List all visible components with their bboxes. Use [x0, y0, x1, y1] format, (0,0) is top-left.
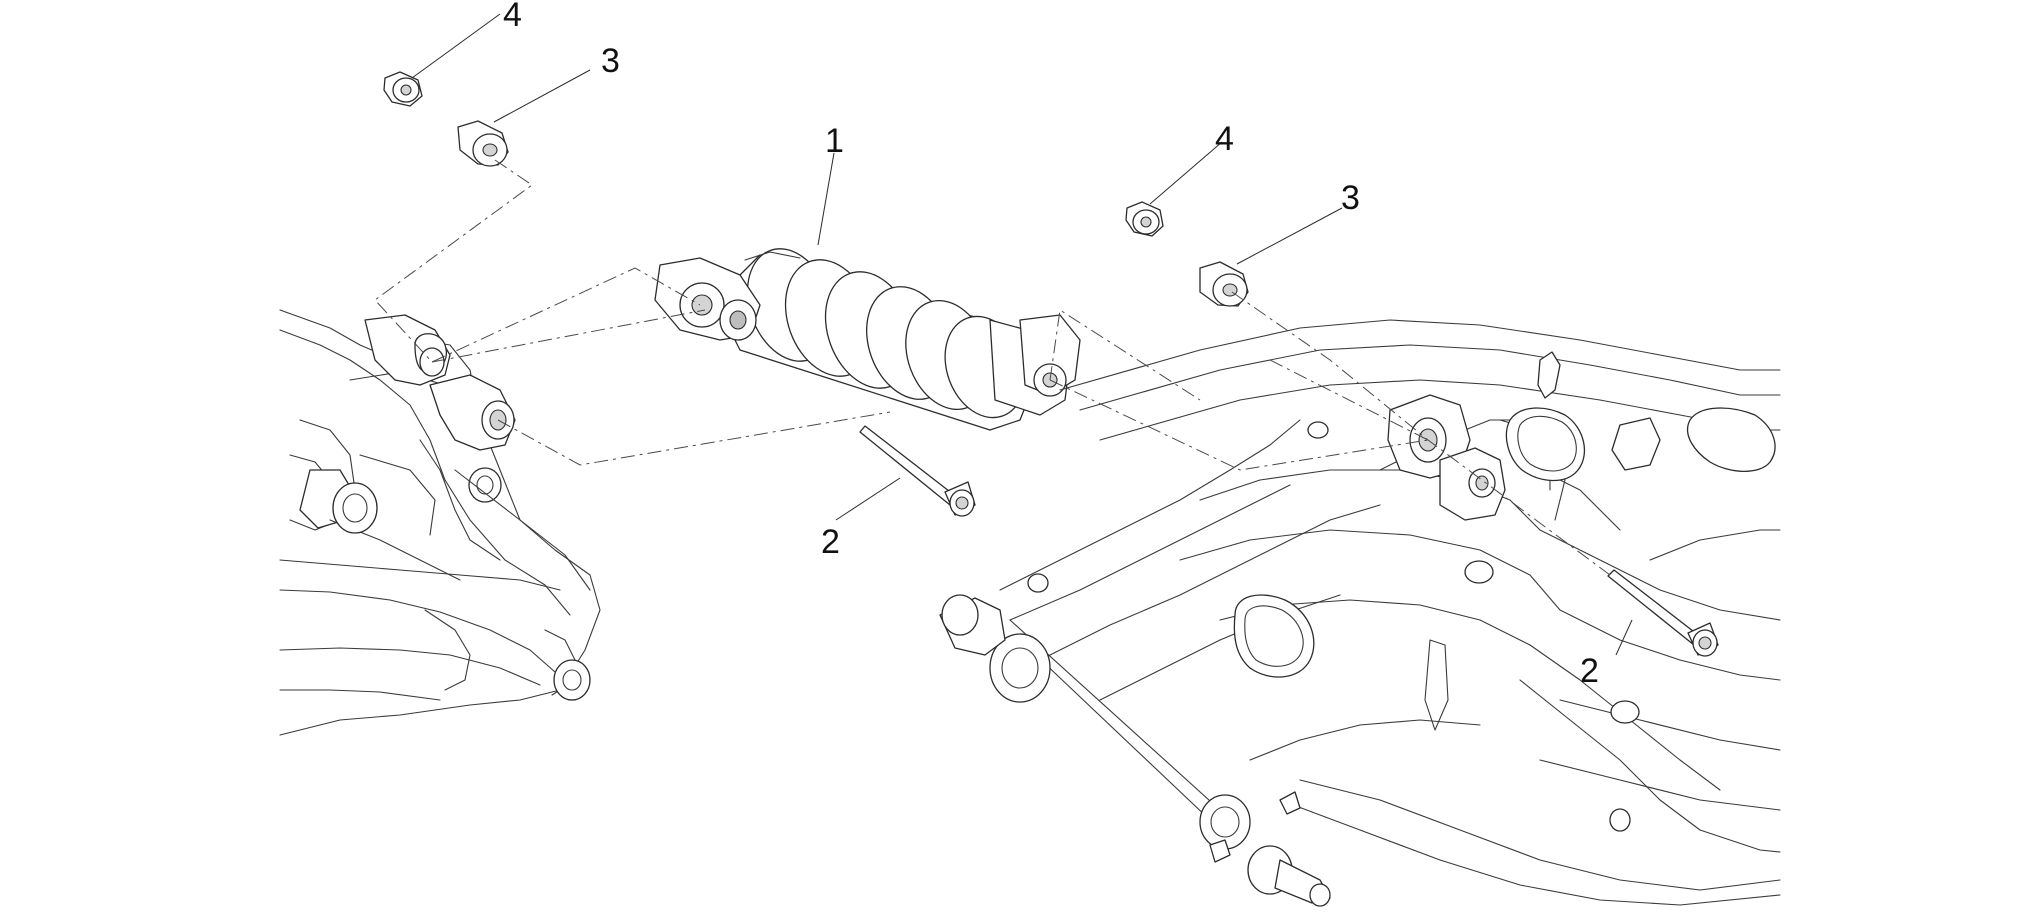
callout-4-left: 4 — [503, 0, 522, 34]
washer-left — [383, 71, 423, 107]
callout-1-shock: 1 — [825, 122, 844, 160]
bushing-left — [457, 120, 509, 167]
shock-absorber — [654, 248, 1081, 431]
assembly-center-lines — [374, 159, 1611, 576]
callout-2-left: 2 — [821, 523, 840, 561]
bolt-left — [859, 425, 976, 517]
callout-labels: 4 3 1 2 4 3 2 — [503, 0, 1599, 690]
washer-right — [1125, 201, 1164, 237]
callout-2-right: 2 — [1580, 652, 1599, 690]
callout-leaders — [411, 13, 1633, 656]
left-frame-section — [279, 309, 601, 736]
callout-3-left: 3 — [601, 42, 620, 80]
swingarm-section — [939, 319, 1781, 907]
bushing-right — [1199, 261, 1249, 307]
callout-4-right: 4 — [1215, 120, 1234, 158]
bolt-right — [1607, 569, 1719, 657]
callout-3-right: 3 — [1341, 179, 1360, 217]
